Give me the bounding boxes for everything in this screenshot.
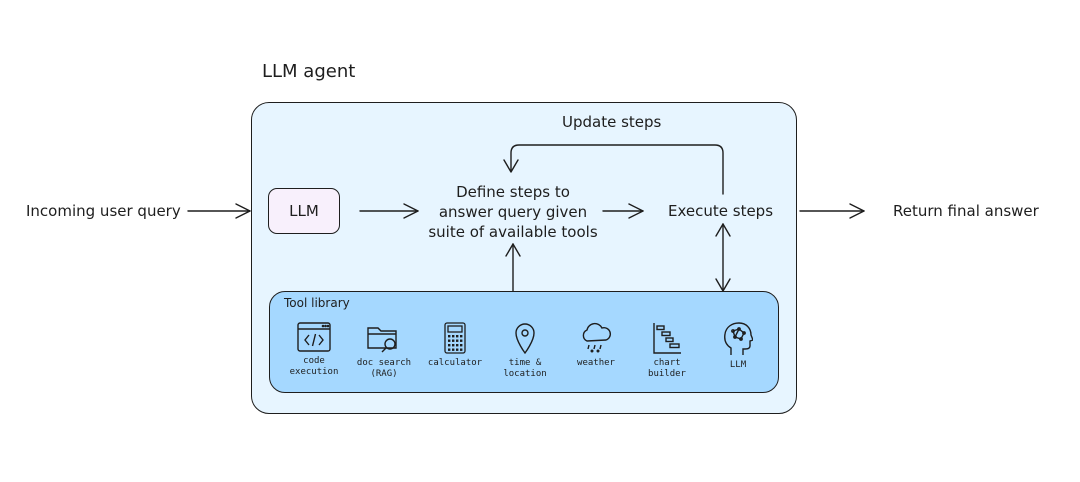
tool-label: time & location bbox=[503, 358, 547, 379]
calculator-icon bbox=[415, 322, 495, 354]
incoming-query-label: Incoming user query bbox=[26, 202, 181, 220]
arrow-execute-to-final bbox=[799, 203, 865, 219]
final-answer-label: Return final answer bbox=[893, 202, 1039, 220]
tool-time-location: time & location bbox=[485, 322, 565, 380]
arrow-execute-tools-bidirectional bbox=[715, 223, 731, 292]
arrow-update-loop bbox=[503, 144, 724, 195]
llm-node: LLM bbox=[268, 188, 340, 234]
tool-label: weather bbox=[577, 358, 615, 368]
define-steps-node: Define steps to answer query given suite… bbox=[428, 183, 598, 241]
rain-cloud-icon bbox=[556, 322, 636, 354]
tool-chart-builder: chart builder bbox=[627, 322, 707, 380]
llm-node-label: LLM bbox=[289, 202, 319, 220]
arrow-tools-to-define bbox=[505, 243, 521, 292]
tool-label: LLM bbox=[729, 360, 747, 370]
brain-head-icon bbox=[698, 322, 778, 356]
arrow-incoming-to-llm bbox=[187, 203, 251, 219]
arrow-define-to-execute bbox=[602, 203, 644, 219]
code-window-icon bbox=[274, 322, 354, 352]
tool-label: calculator bbox=[427, 358, 483, 368]
tool-library-panel bbox=[269, 291, 779, 393]
tool-llm: LLM bbox=[698, 322, 778, 371]
tool-code-execution: code execution bbox=[274, 322, 354, 378]
gantt-chart-icon bbox=[627, 322, 707, 354]
tool-doc-search: doc search (RAG) bbox=[344, 322, 424, 380]
tool-label: chart builder bbox=[648, 358, 686, 379]
agent-title: LLM agent bbox=[262, 61, 356, 82]
tool-label: doc search (RAG) bbox=[356, 358, 412, 379]
tool-library-title: Tool library bbox=[284, 296, 350, 310]
tool-label: code execution bbox=[289, 356, 339, 377]
update-steps-label: Update steps bbox=[562, 113, 662, 131]
execute-steps-node: Execute steps bbox=[668, 202, 774, 220]
tool-calculator: calculator bbox=[415, 322, 495, 369]
arrow-llm-to-define bbox=[359, 203, 419, 219]
map-pin-icon bbox=[485, 322, 565, 354]
folder-search-icon bbox=[344, 322, 424, 354]
tool-weather: weather bbox=[556, 322, 636, 369]
